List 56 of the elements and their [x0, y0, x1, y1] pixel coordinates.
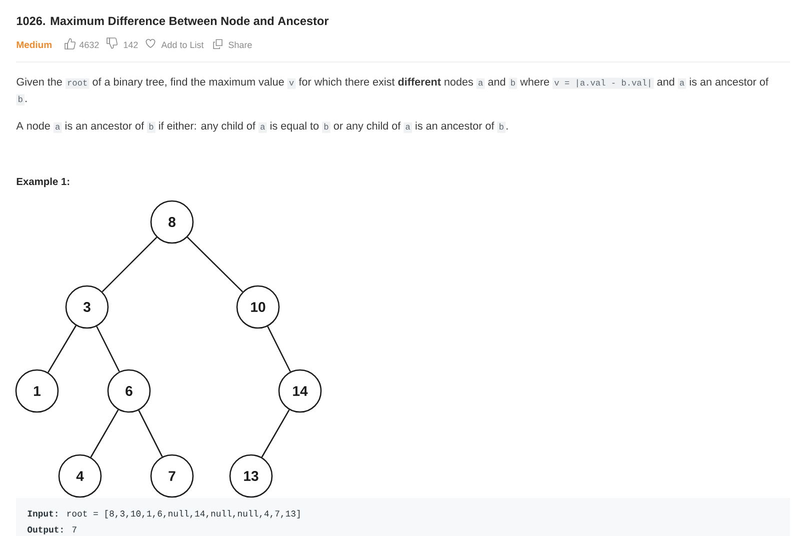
tree-edge	[96, 326, 120, 372]
label: .	[26, 100, 27, 102]
label: where	[520, 78, 550, 86]
add-to-list-link: Add to List	[161, 41, 204, 48]
label: b	[500, 123, 504, 130]
label: v = |a.val - b.val|	[554, 79, 650, 88]
paragraph: Given the root of a binary tree, find the maximum value v for which there exist different nodes a and b where v = |a.val - b.val| and a is an ancestor of b .	[16, 78, 768, 106]
tree-edge	[267, 326, 291, 372]
label: and	[488, 78, 506, 86]
label: is equal to	[270, 122, 319, 132]
tree-node: 3	[65, 285, 109, 329]
tree-node: 13	[229, 454, 273, 498]
tree-node: 10	[236, 285, 280, 329]
label: v	[289, 80, 294, 86]
tree-edge	[138, 410, 163, 457]
tree-edge	[48, 325, 76, 373]
difficulty-label: Medium	[16, 41, 52, 48]
label: A node	[16, 122, 50, 130]
share-link: Share	[228, 41, 252, 48]
tree-edge	[261, 409, 290, 458]
example-heading: Example 1:	[16, 178, 70, 188]
tree-node: 4	[58, 454, 102, 498]
label: root	[68, 80, 87, 86]
tree-node: 7	[150, 454, 194, 498]
label: b	[18, 96, 22, 102]
label: a	[56, 124, 60, 130]
label: is an ancestor of	[690, 78, 768, 86]
dislike-count: 142	[124, 42, 138, 48]
label: is an ancestor of	[66, 122, 144, 130]
code-line: Output: 7	[28, 526, 76, 534]
label: .	[506, 128, 508, 130]
label: is an ancestor of	[416, 122, 494, 130]
tree-node: 8	[150, 200, 194, 244]
label: if either: any child of	[159, 122, 256, 132]
label: b	[511, 79, 515, 86]
tree-edge	[102, 236, 158, 292]
like-count: 4632	[79, 42, 99, 48]
tree-edge	[90, 409, 119, 458]
label: or any child of	[334, 122, 401, 132]
label: a	[260, 124, 265, 130]
label: b	[149, 123, 154, 130]
tree-node: 14	[278, 369, 322, 413]
label: a	[680, 80, 684, 86]
title: 1026. Maximum Difference Between Node and Ancestor	[16, 16, 329, 26]
code-line: Input: root = [8,3,10,1,6,null,14,null,null,4,7,13]	[28, 510, 300, 518]
label: of a binary tree, find the maximum value	[92, 78, 284, 88]
paragraph: A node a is an ancestor of b if either: any child of a is equal to b or any child of a is an ancestor of b .	[16, 122, 508, 133]
label: and	[657, 78, 674, 86]
label: a	[478, 80, 483, 86]
label: a	[406, 124, 410, 130]
label: Given the	[16, 78, 62, 86]
label: b	[324, 123, 328, 130]
tree-node: 1	[15, 369, 59, 413]
label: for which there exist different nodes	[298, 78, 474, 86]
tree-node: 6	[107, 369, 151, 413]
tree-edge	[186, 236, 244, 292]
